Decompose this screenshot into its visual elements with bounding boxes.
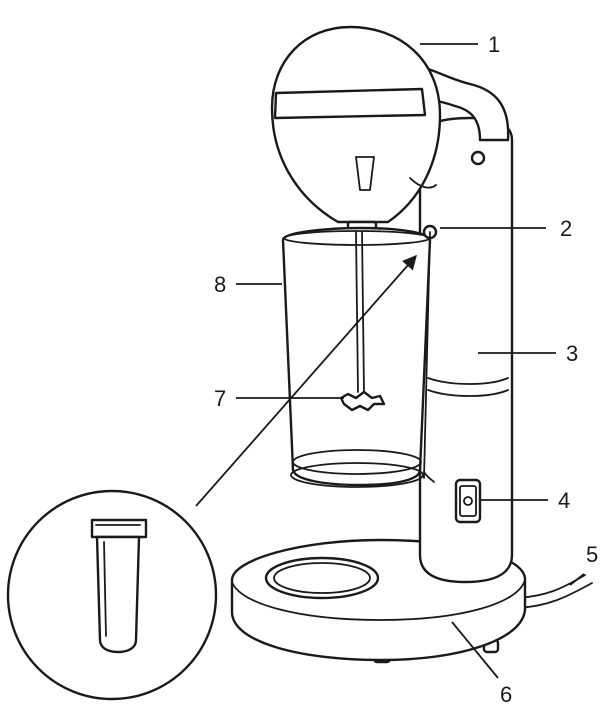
agitator [339, 231, 386, 412]
callout-2: 2 [560, 216, 572, 241]
column-knob [470, 150, 486, 166]
cup-holder [422, 224, 438, 483]
callout-5: 5 [586, 542, 598, 567]
leader-lines [236, 43, 585, 679]
callout-6: 6 [500, 682, 512, 707]
callout-1: 1 [488, 32, 500, 57]
inset-arrow [195, 254, 417, 507]
power-cord [517, 574, 593, 609]
leader-5 [569, 573, 585, 586]
mixer-head [270, 25, 442, 234]
leader-6 [451, 621, 499, 679]
head-window-icon [355, 156, 375, 191]
callout-4: 4 [558, 488, 570, 513]
magnified-inset [6, 489, 218, 701]
motor-column [418, 116, 514, 584]
mixing-cup [281, 226, 432, 488]
callout-3: 3 [566, 341, 578, 366]
callout-7: 7 [214, 386, 226, 411]
callout-8: 8 [214, 272, 226, 297]
power-switch [454, 478, 482, 524]
